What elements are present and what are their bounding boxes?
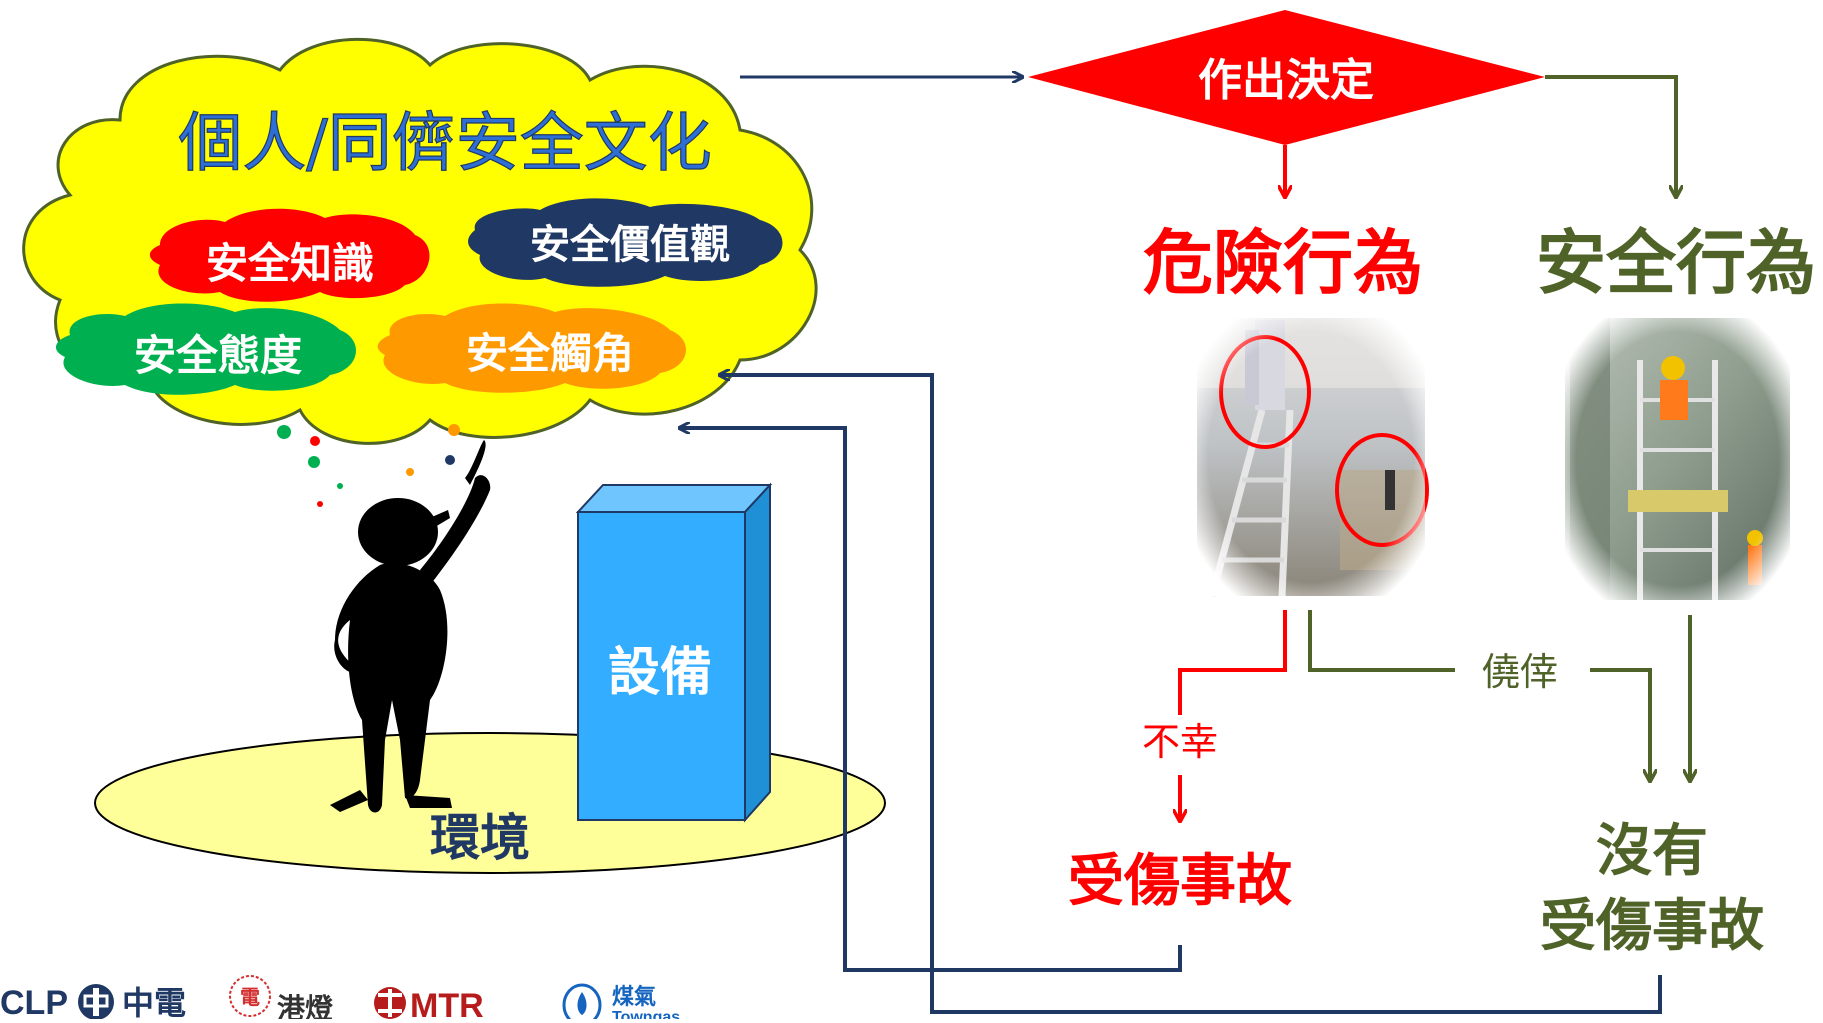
environment-label: 環境	[430, 808, 530, 867]
awareness-bubble: 安全觸角	[377, 303, 687, 393]
clp-logo: CLP 中電	[0, 984, 186, 1022]
thought-dot	[317, 501, 323, 507]
svg-text:電: 電	[240, 985, 260, 1009]
no-injury-label-line2: 受傷事故	[1540, 893, 1764, 959]
hk-electric-text: 港燈	[277, 993, 333, 1019]
lucky-label: 僥倖	[1482, 650, 1558, 694]
no-injury-label-line1: 沒有	[1596, 818, 1708, 884]
thought-dot	[445, 455, 455, 465]
values-label: 安全價值觀	[530, 221, 730, 268]
decision-to-safe-arrow	[1545, 75, 1676, 196]
safe-behaviour-heading: 安全行為	[1536, 221, 1816, 304]
hk-electric-logo: 電 港燈	[229, 975, 333, 1023]
no-injury-feedback-arrow	[720, 375, 1662, 1014]
unsafe-to-unlucky-connector	[1178, 610, 1287, 715]
clp-chinese-text: 中電	[122, 985, 186, 1019]
lucky-to-no-injury-arrow	[1590, 668, 1650, 780]
decision-label: 作出決定	[1198, 55, 1374, 106]
decision-diamond: 作出決定	[1028, 10, 1545, 145]
towngas-latin-text: Towngas	[612, 1009, 680, 1019]
culture-title: 個人/同儕安全文化	[178, 107, 712, 181]
injury-feedback-arrow	[680, 428, 1182, 972]
thought-dot	[337, 483, 343, 489]
thought-dot	[277, 425, 291, 439]
towngas-logo: 煤氣 Towngas	[562, 983, 680, 1023]
values-bubble: 安全價值觀	[468, 198, 783, 287]
thought-dot	[406, 468, 414, 476]
thought-dot	[310, 436, 320, 446]
unsafe-to-lucky-connector	[1308, 610, 1455, 672]
knowledge-label: 安全知識	[206, 239, 374, 288]
equipment-label: 設備	[608, 642, 712, 703]
mtr-text: MTR	[410, 987, 484, 1019]
towngas-chinese-text: 煤氣	[612, 984, 656, 1009]
unsafe-behaviour-photo	[1197, 318, 1429, 597]
mtr-logo: MTR	[374, 987, 484, 1023]
injury-accident-label: 受傷事故	[1068, 848, 1292, 914]
unlucky-label: 不幸	[1142, 720, 1218, 764]
equipment-box: 設備	[575, 482, 773, 823]
attitude-bubble: 安全態度	[55, 303, 357, 395]
culture-cloud: 個人/同儕安全文化 安全知識 安全價值觀 安全態度 安全觸角	[22, 37, 818, 507]
thinking-person-figure	[330, 440, 491, 813]
knowledge-bubble: 安全知識	[149, 208, 430, 302]
attitude-label: 安全態度	[134, 331, 302, 380]
safe-behaviour-photo	[1565, 318, 1790, 600]
thought-dot	[448, 424, 460, 436]
thought-dot	[308, 456, 320, 468]
clp-logo-text: CLP	[0, 984, 68, 1019]
unsafe-behaviour-heading: 危險行為	[1143, 221, 1423, 304]
awareness-label: 安全觸角	[466, 329, 634, 378]
